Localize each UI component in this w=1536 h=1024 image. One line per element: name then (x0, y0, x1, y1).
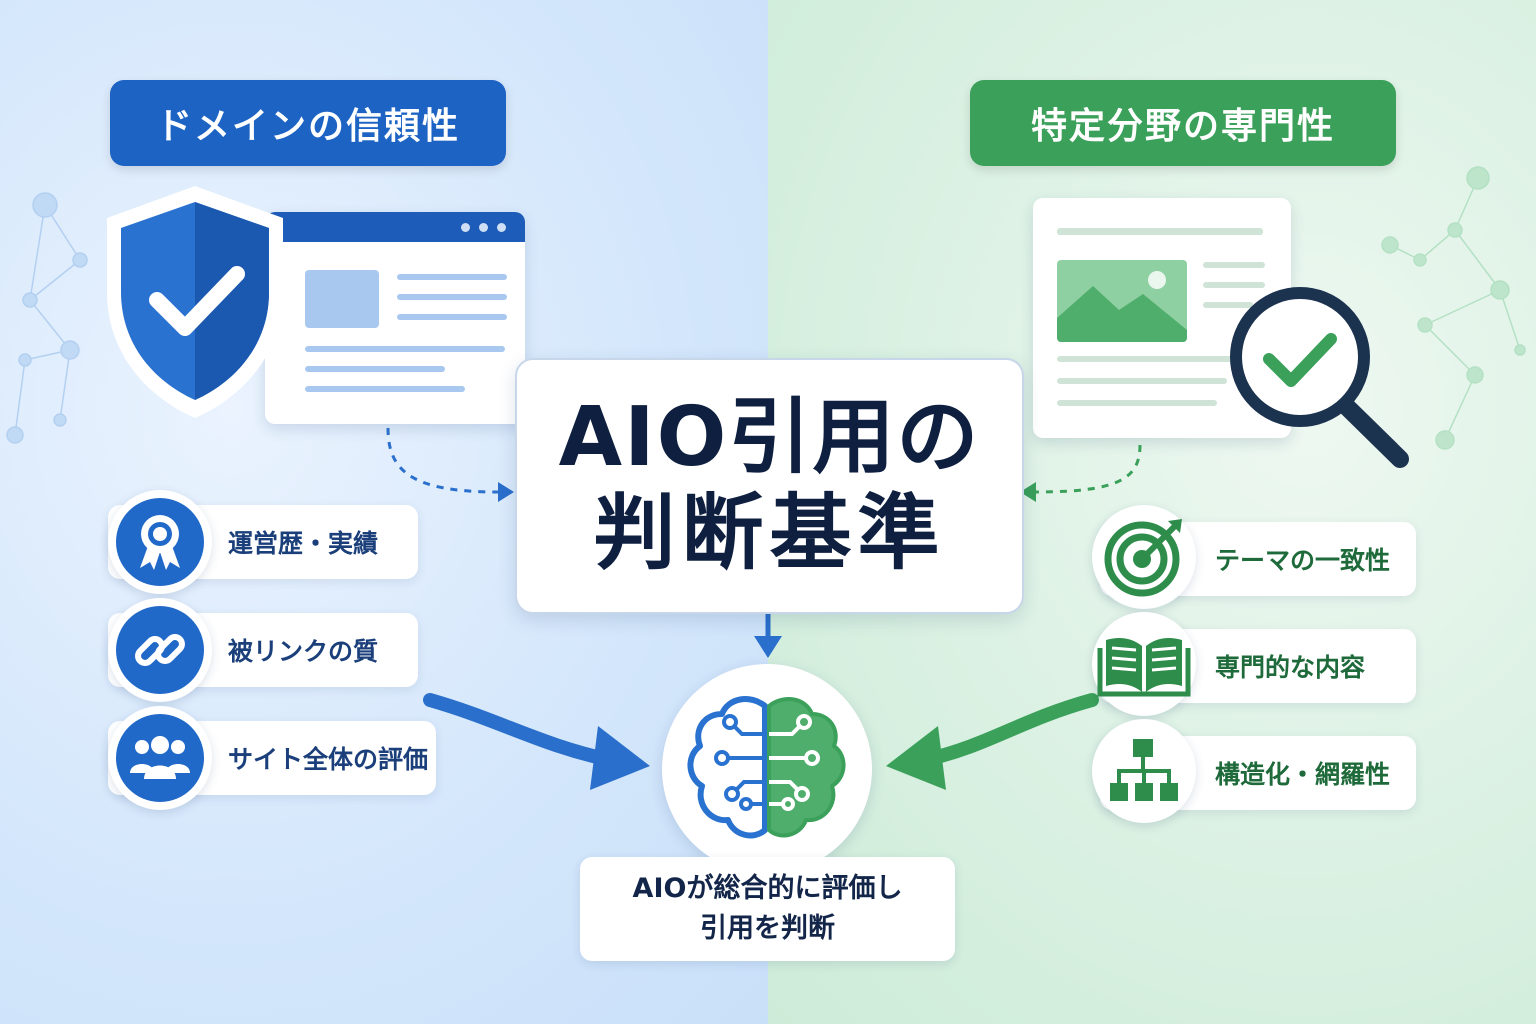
award-ribbon-icon (108, 490, 212, 594)
target-icon (1092, 505, 1196, 609)
ai-brain-icon (687, 696, 846, 839)
result-line1: AIOが総合的に評価し (632, 873, 903, 904)
link-icon (108, 598, 212, 702)
item-label: 運営歴・実績 (228, 529, 379, 558)
expertise-title: 特定分野の専門性 (970, 80, 1396, 166)
open-book-icon (1092, 612, 1196, 716)
center-criteria-box: AIO引用の 判断基準 (515, 358, 1024, 614)
item-label: サイト全体の評価 (228, 745, 429, 774)
item-label: 被リンクの質 (228, 637, 379, 666)
domain-trust-title: ドメインの信頼性 (110, 80, 506, 166)
browser-window-illustration (265, 212, 525, 424)
result-box: AIOが総合的に評価し 引用を判断 (580, 857, 955, 961)
users-group-icon (108, 706, 212, 810)
center-title-line1: AIO引用の (558, 390, 981, 485)
item-label: テーマの一致性 (1215, 546, 1391, 575)
item-label: 専門的な内容 (1215, 653, 1366, 682)
item-label: 構造化・網羅性 (1215, 760, 1391, 789)
hierarchy-icon (1092, 719, 1196, 823)
ai-brain-circle (662, 664, 872, 874)
shield-check-icon (107, 186, 283, 418)
result-line2: 引用を判断 (700, 913, 835, 944)
center-title-line2: 判断基準 (593, 486, 946, 581)
magnifier-check-icon (1230, 287, 1409, 468)
